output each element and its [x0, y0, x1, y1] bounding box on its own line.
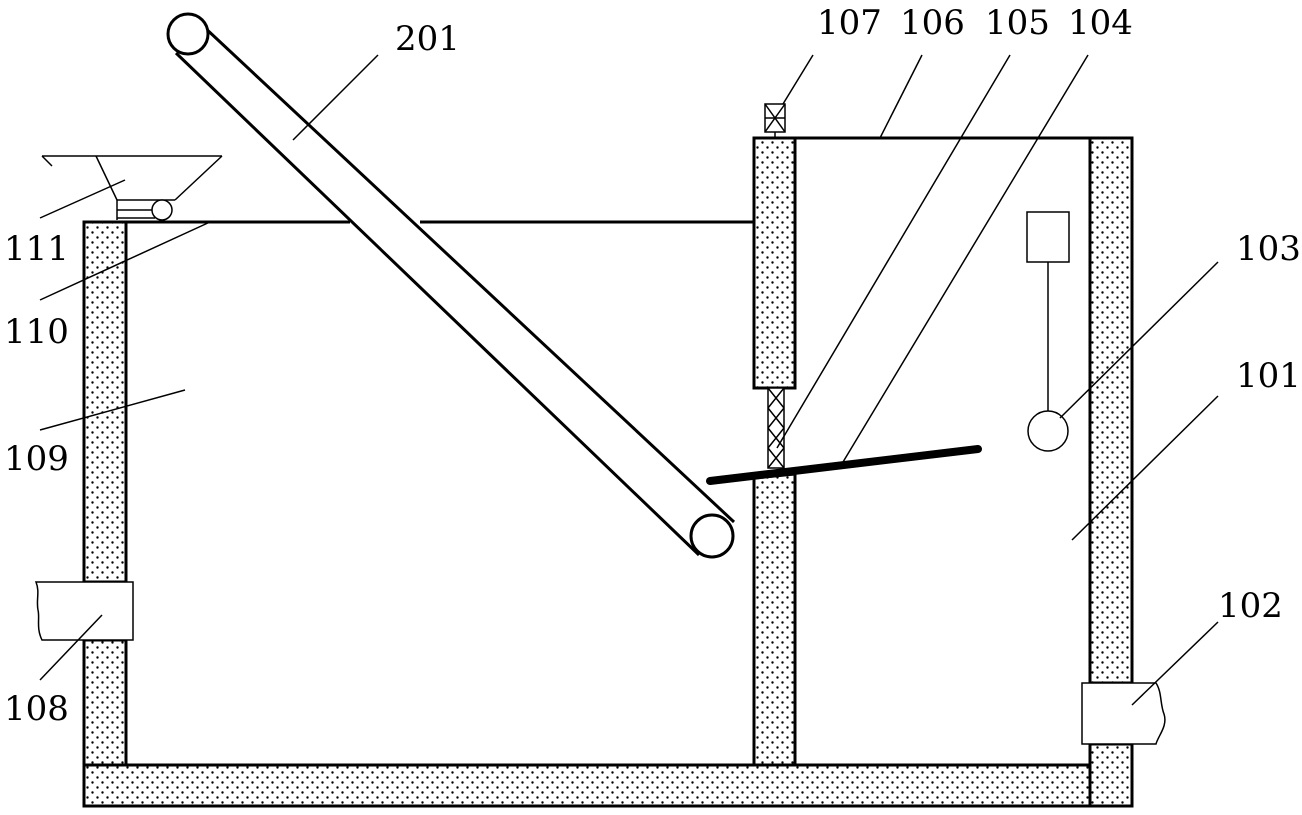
left-tank-walls [82, 220, 128, 767]
label-105: 105 [985, 3, 1050, 43]
inlet-pipe [34, 581, 134, 641]
inclined-conveyor [166, 12, 736, 559]
label-201: 201 [395, 19, 460, 59]
left-wall-upper [82, 220, 128, 584]
label-102: 102 [1218, 586, 1283, 626]
label-110: 110 [4, 312, 69, 352]
label-103: 103 [1236, 229, 1301, 269]
label-106: 106 [900, 3, 965, 43]
left-wall-lower [82, 638, 128, 767]
valve [764, 103, 786, 138]
float-level-sensor [1026, 211, 1070, 452]
label-109: 109 [4, 439, 69, 479]
label-104: 104 [1068, 3, 1133, 43]
center-wall-lower [752, 472, 797, 767]
label-107: 107 [817, 3, 882, 43]
floor-wall [82, 743, 1134, 808]
center-wall-upper [752, 136, 797, 390]
filter-mesh [767, 387, 785, 469]
tilted-plate [706, 445, 982, 485]
outlet-pipe [1081, 682, 1166, 745]
label-111: 111 [4, 229, 69, 269]
leader-lines [39, 54, 1219, 706]
feed-hopper [41, 155, 223, 221]
label-101: 101 [1236, 356, 1301, 396]
label-108: 108 [4, 689, 69, 729]
right-wall-lower [1088, 742, 1134, 808]
right-wall-upper [1088, 136, 1134, 685]
